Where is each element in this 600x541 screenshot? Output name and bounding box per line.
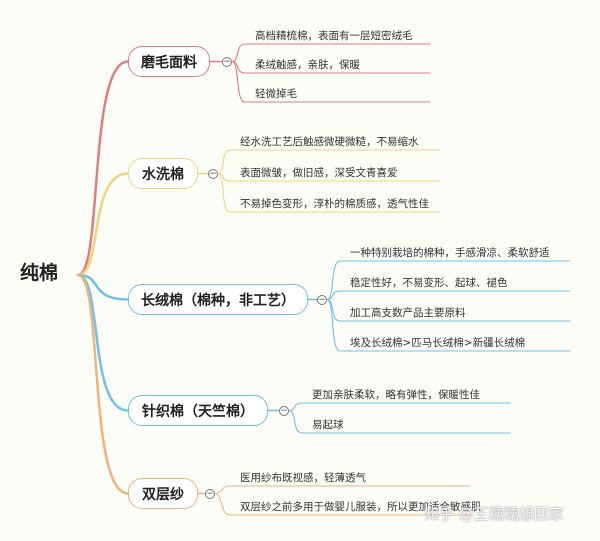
- leaf-text: 埃及长绒棉>匹马长绒棉>新疆长绒棉: [350, 337, 526, 349]
- collapse-toggle-icon[interactable]: −: [317, 294, 327, 305]
- root-branch-connector: [76, 273, 130, 495]
- leaf-connector: [217, 172, 441, 182]
- leaf-connector: [288, 409, 511, 434]
- collapse-toggle-icon[interactable]: −: [208, 168, 218, 179]
- branch-node[interactable]: 水洗棉: [128, 158, 198, 189]
- leaf-text: 稳定性好，不易变形、起球、褪色: [350, 277, 508, 289]
- leaf-text: 高档精梳棉，表面有一层短密绒毛: [255, 30, 413, 42]
- leaf-text: 表面微皱，做旧感，深受文青喜爱: [240, 167, 398, 179]
- leaf-connector: [214, 485, 471, 495]
- leaf-connector: [217, 149, 441, 175]
- leaf-text: 不易掉色变形，淳朴的棉质感，透气性佳: [240, 198, 429, 210]
- branch-node[interactable]: 双层纱: [128, 478, 198, 509]
- leaf-connector: [231, 60, 431, 103]
- collapse-toggle-icon[interactable]: −: [222, 56, 232, 67]
- branch-node[interactable]: 磨毛面料: [128, 46, 210, 77]
- root-node[interactable]: 纯棉: [20, 262, 59, 284]
- leaf-text: 柔绒触感，亲肤，保暖: [255, 59, 360, 71]
- collapse-toggle-icon[interactable]: −: [205, 488, 215, 499]
- root-branch-connector: [76, 60, 130, 277]
- leaf-text: 加工高支数产品主要原料: [350, 307, 466, 319]
- leaf-text: 一种特别栽培的棉种，手感滑凉、柔软舒适: [350, 247, 550, 259]
- leaf-connector: [326, 298, 571, 352]
- leaf-text: 经水洗工艺后触感微硬微糙，不易缩水: [240, 136, 419, 148]
- leaf-connector: [326, 290, 571, 301]
- leaf-connector: [214, 492, 471, 516]
- leaf-connector: [326, 260, 571, 301]
- leaf-connector: [231, 43, 431, 63]
- root-branch-connector: [76, 273, 130, 412]
- branch-node[interactable]: 长绒棉（棉种，非工艺）: [128, 284, 308, 315]
- leaf-text: 更加亲肤柔软，略有弹性，保暖性佳: [312, 389, 480, 401]
- leaf-text: 医用纱布既视感，轻薄透气: [240, 472, 366, 484]
- leaf-text: 易起球: [312, 419, 344, 431]
- root-branch-connector: [76, 273, 130, 301]
- leaf-text: 双层纱之前多用于做婴儿服装，所以更加适合敏感肌: [240, 501, 482, 513]
- collapse-toggle-icon[interactable]: −: [279, 405, 289, 416]
- watermark: 知乎 @王糯糯想回家: [424, 505, 564, 523]
- root-branch-connector: [76, 172, 130, 277]
- branch-node[interactable]: 针织棉（天竺棉）: [128, 395, 268, 426]
- leaf-connector: [288, 402, 511, 412]
- leaf-connector: [217, 172, 441, 213]
- leaf-text: 轻微掉毛: [255, 88, 297, 100]
